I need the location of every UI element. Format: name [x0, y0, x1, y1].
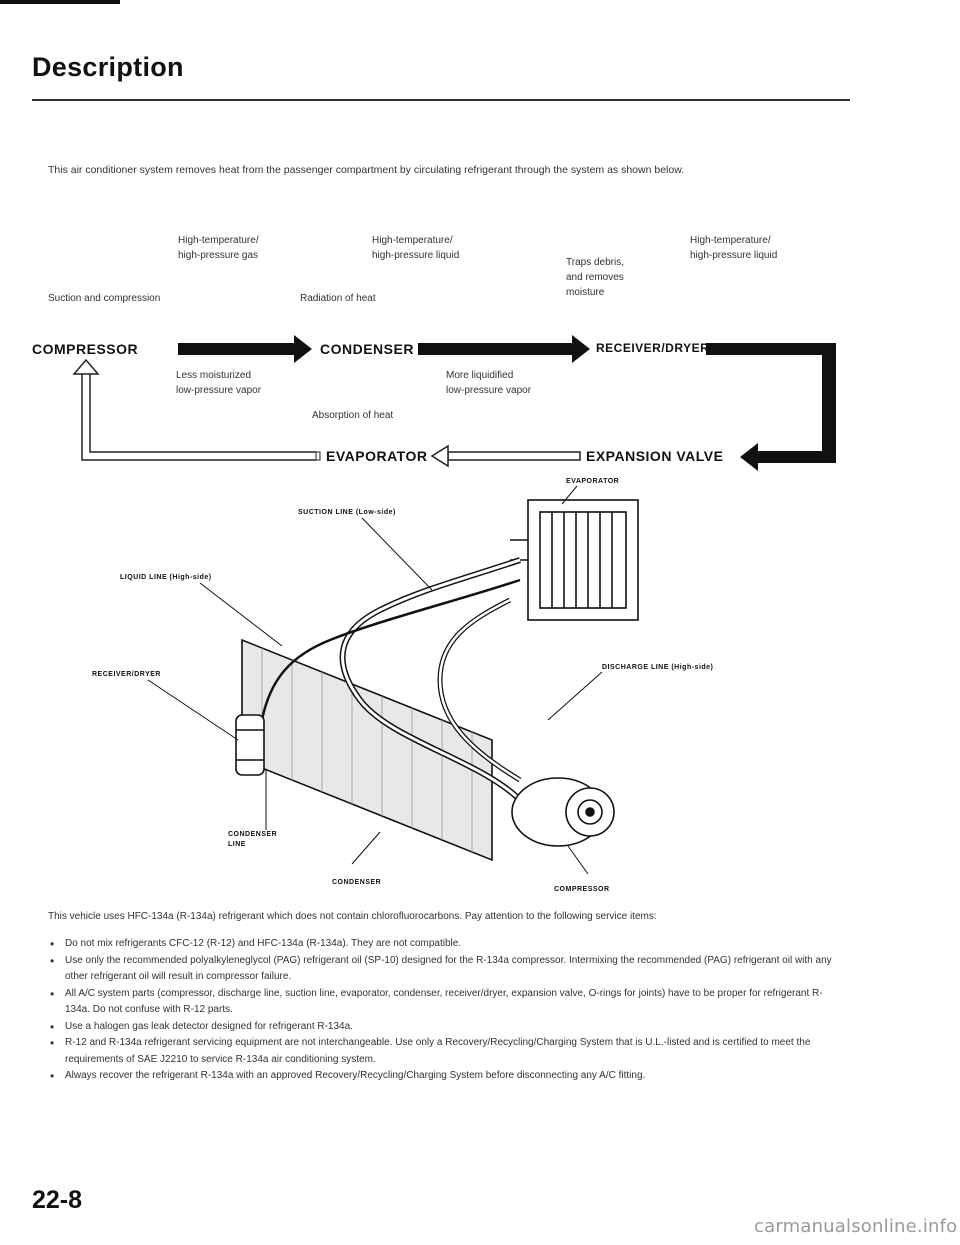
flow-label-traps-debris: Traps debris, and removes moisture — [566, 255, 624, 300]
arrow-compressor-to-condenser — [178, 343, 294, 355]
bullet-item: Always recover the refrigerant R-134a wi… — [48, 1068, 838, 1085]
intro-paragraph: This air conditioner system removes heat… — [48, 161, 838, 179]
watermark-text: carmanualsonline.info — [754, 1216, 957, 1237]
flow-label-radiation: Radiation of heat — [300, 291, 376, 306]
diagram-label-evaporator: EVAPORATOR — [566, 477, 619, 487]
flow-label-hot-gas: High-temperature/ high-pressure gas — [178, 233, 259, 263]
arrow-return-vertical — [822, 343, 836, 463]
page-title: Description — [32, 52, 184, 83]
component-condenser: CONDENSER — [320, 341, 414, 357]
service-bullet-list: Do not mix refrigerants CFC-12 (R-12) an… — [48, 936, 838, 1085]
arrow-receiver-out — [706, 343, 824, 355]
flow-label-hot-liquid: High-temperature/ high-pressure liquid — [372, 233, 459, 263]
service-notes: This vehicle uses HFC-134a (R-134a) refr… — [48, 908, 838, 1085]
title-rule — [32, 99, 850, 101]
bullet-item: Use only the recommended polyalkylenegly… — [48, 953, 838, 986]
page-number: 22-8 — [32, 1186, 82, 1215]
flow-label-hot-liquid-2: High-temperature/ high-pressure liquid — [690, 233, 777, 263]
diagram-label-discharge-line: DISCHARGE LINE (High-side) — [602, 663, 713, 673]
ac-system-illustration — [148, 486, 638, 874]
arrow-expansion-to-evap — [448, 452, 580, 460]
flow-label-absorption: Absorption of heat — [312, 408, 393, 423]
component-receiver-dryer: RECEIVER/DRYER — [596, 341, 709, 355]
bullet-item: Do not mix refrigerants CFC-12 (R-12) an… — [48, 936, 838, 953]
condenser-panel — [242, 640, 492, 860]
bullet-item: R-12 and R-134a refrigerant servicing eq… — [48, 1035, 838, 1068]
arrow-to-expansion — [758, 451, 836, 463]
receiver-dryer-unit — [236, 715, 264, 775]
diagram-label-liquid-line: LIQUID LINE (High-side) — [120, 573, 212, 583]
component-evaporator: EVAPORATOR — [326, 448, 427, 464]
component-compressor: COMPRESSOR — [32, 341, 138, 357]
diagram-label-suction-line: SUCTION LINE (Low-side) — [298, 508, 396, 518]
bullet-item: Use a halogen gas leak detector designed… — [48, 1019, 838, 1036]
arrow-head-5 — [74, 360, 98, 374]
flow-label-suction: Suction and compression — [48, 291, 160, 306]
diagram-label-condenser-line: CONDENSER LINE — [228, 830, 277, 850]
flow-label-less-moist: Less moisturized low-pressure vapor — [176, 368, 261, 398]
arrow-head-4 — [432, 446, 448, 466]
arrow-head-2 — [572, 335, 590, 363]
diagram-label-condenser: CONDENSER — [332, 878, 381, 888]
flow-label-more-liquid: More liquidified low-pressure vapor — [446, 368, 531, 398]
bullet-item: All A/C system parts (compressor, discha… — [48, 986, 838, 1019]
evaporator-unit — [528, 500, 638, 620]
arrow-condenser-to-receiver — [418, 343, 572, 355]
diagram-label-compressor: COMPRESSOR — [554, 885, 610, 895]
compressor-unit — [512, 778, 604, 846]
arrow-head-1 — [294, 335, 312, 363]
arrow-head-3 — [740, 443, 758, 471]
top-edge-bar — [0, 0, 120, 4]
diagram-label-receiver-dryer: RECEIVER/DRYER — [92, 670, 161, 680]
component-expansion-valve: EXPANSION VALVE — [586, 448, 723, 464]
service-intro: This vehicle uses HFC-134a (R-134a) refr… — [48, 908, 838, 926]
